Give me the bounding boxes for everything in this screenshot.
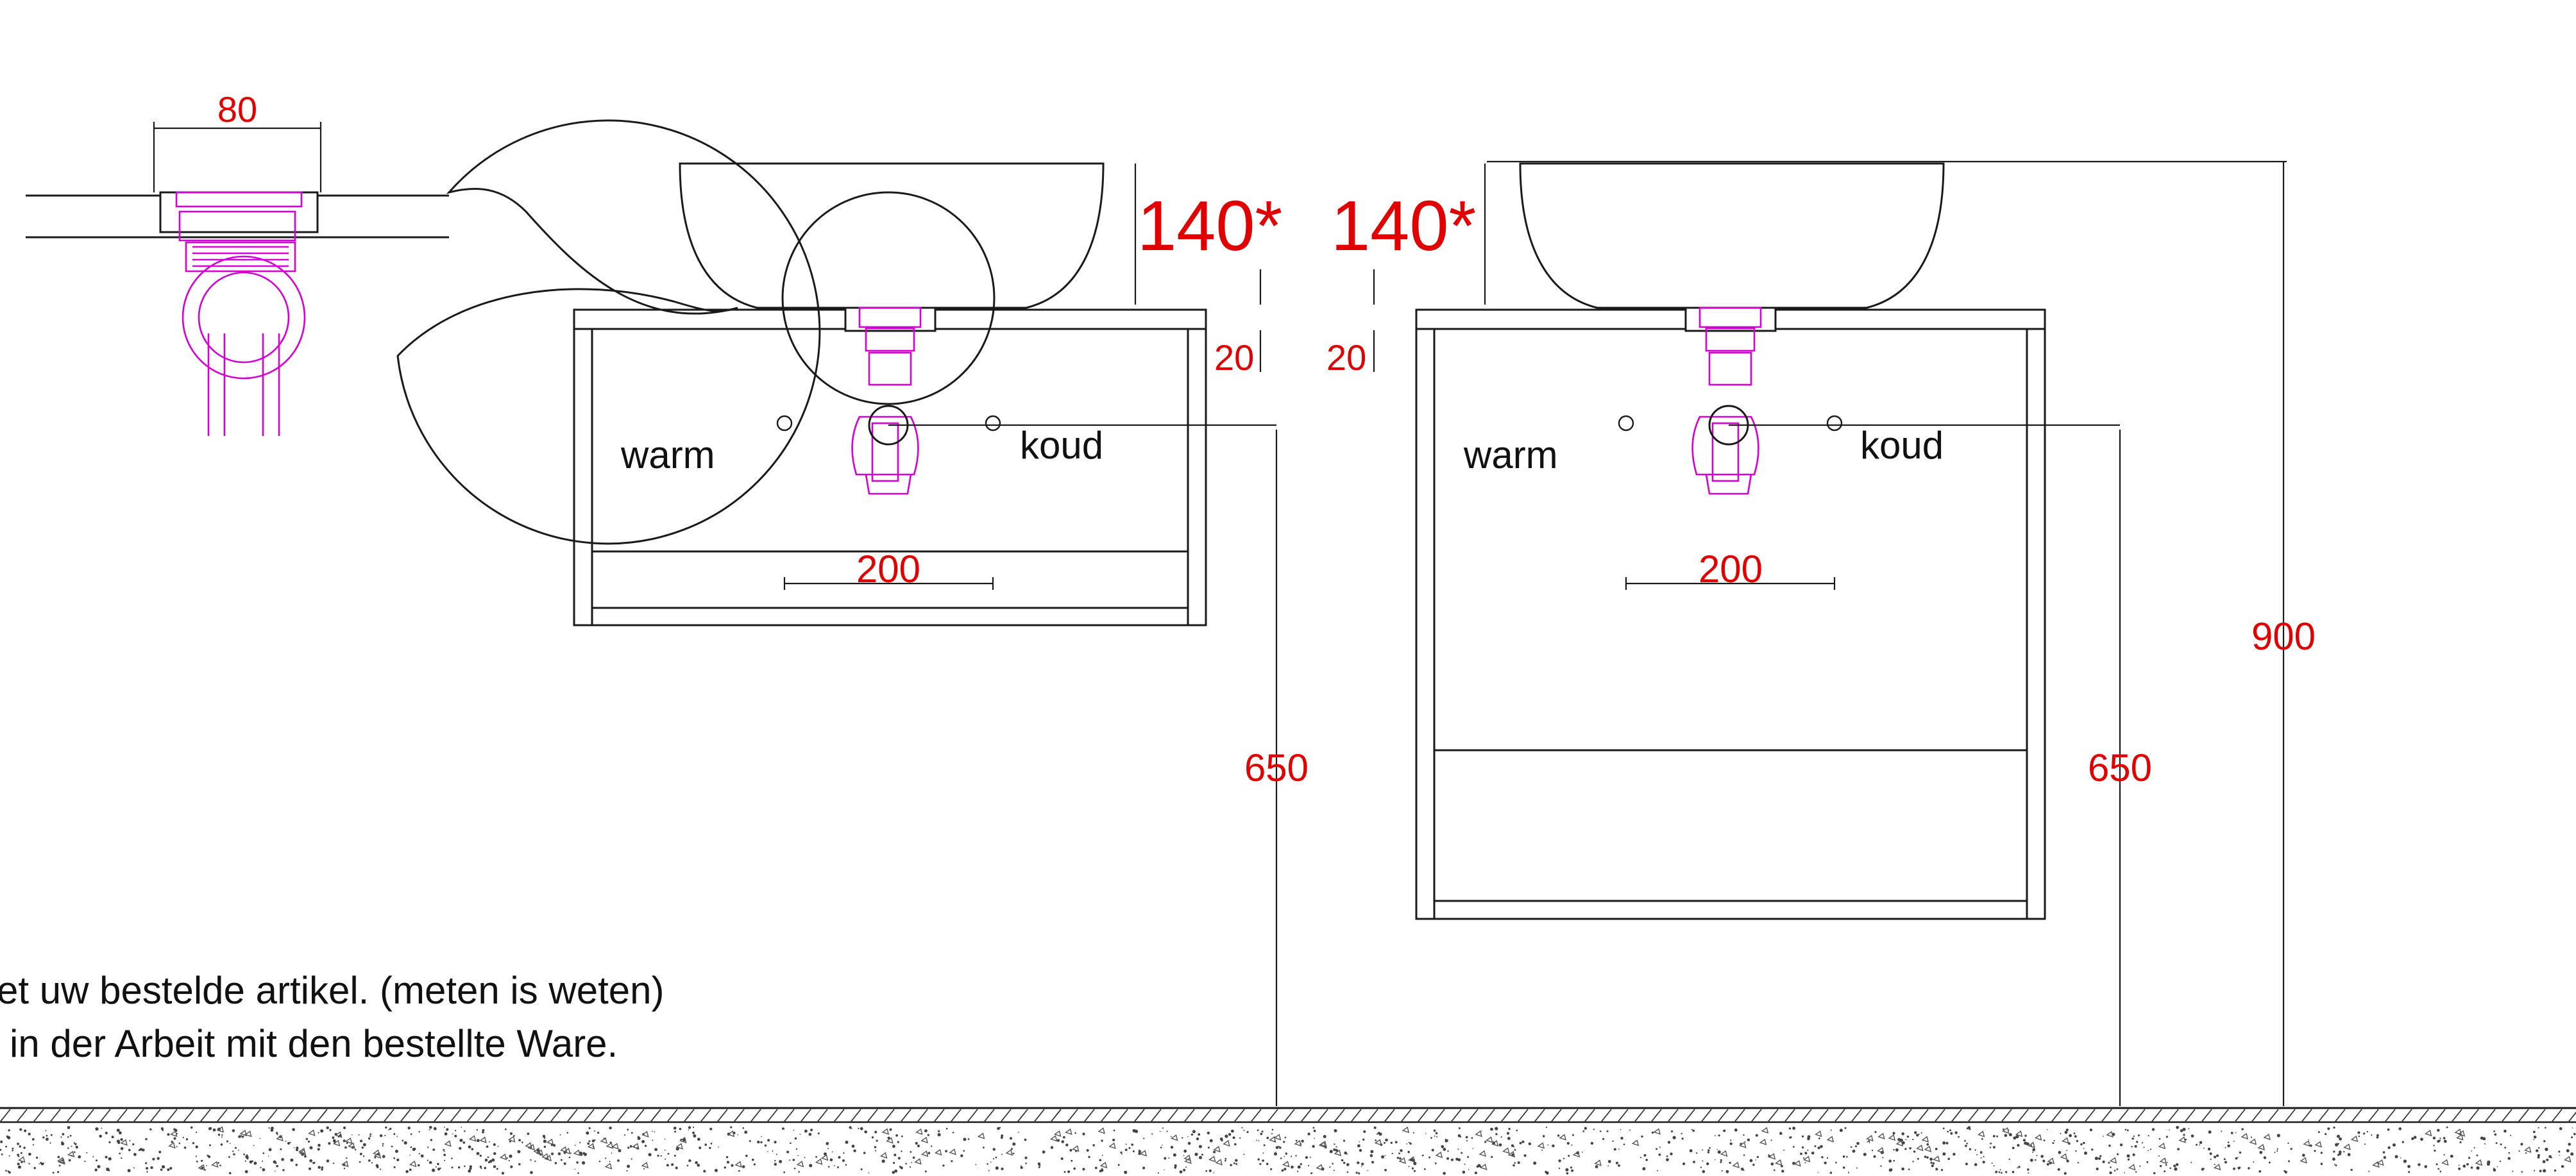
right-warm-label: warm [1463,433,1558,476]
magnifier-outline [396,119,821,545]
siphon-icon [851,307,922,495]
right-bowl-height-label: 140* [1331,187,1476,265]
right-side-panel-left [1415,328,1436,920]
left-warm-label: warm [620,433,715,476]
detail-magnifier: 80 [26,89,821,545]
left-cabinet: warm koud 200 140* 20 650 [573,162,1309,1106]
siphon-icon [175,191,306,436]
left-bottom-shelf [591,607,1189,626]
left-top-thickness-dimension: 20 [1214,269,1262,378]
right-drain-height-dimension: 650 [2088,430,2152,1106]
left-side-panel-left [573,328,593,626]
right-bottom-shelf [1433,900,2028,920]
left-tap-spacing-label: 200 [856,548,920,591]
siphon-icon [1691,307,1762,495]
left-side-panel-right [1187,328,1207,626]
right-top-thickness-label: 20 [1326,337,1366,378]
tap-hole-icon [776,415,793,432]
tap-hole-icon [985,415,1001,432]
drain-width-dimension: 80 [153,89,322,192]
total-height-dimension: 900 [1487,160,2316,1106]
tap-hole-icon [1826,415,1843,432]
left-drain-height-label: 650 [1244,746,1309,789]
floor-hatch-icon [0,1107,2576,1175]
right-cold-label: koud [1860,424,1944,467]
basin-bowl-icon [679,162,1105,309]
left-tap-spacing-dimension: 200 [783,548,994,591]
left-cold-label: koud [1020,424,1103,467]
drain-width-label: 80 [217,89,257,130]
total-height-label: 900 [2251,615,2316,658]
tap-hole-icon [1618,415,1634,432]
left-drain-height-dimension: 650 [1244,430,1309,1106]
left-bowl-height-label: 140* [1137,187,1282,265]
notes: et uw bestelde artikel. (meten is weten)… [0,969,664,1065]
left-top-thickness-label: 20 [1214,337,1254,378]
detail-reference-circle [781,191,996,405]
right-cabinet: warm koud 200 140* 20 650 900 [1326,160,2316,1106]
right-drain-height-label: 650 [2088,746,2152,789]
note-line-1: et uw bestelde artikel. (meten is weten) [0,969,664,1012]
right-tap-spacing-dimension: 200 [1625,548,1836,591]
left-bowl-height-dimension: 140* [1134,164,1282,305]
note-line-2: in der Arbeit mit den bestellte Ware. [10,1022,618,1065]
basin-bowl-icon [1519,162,1945,309]
right-tap-spacing-label: 200 [1699,548,1763,591]
right-side-panel-right [2026,328,2046,920]
right-bowl-height-dimension: 140* [1331,164,1486,305]
right-top-thickness-dimension: 20 [1326,269,1375,378]
